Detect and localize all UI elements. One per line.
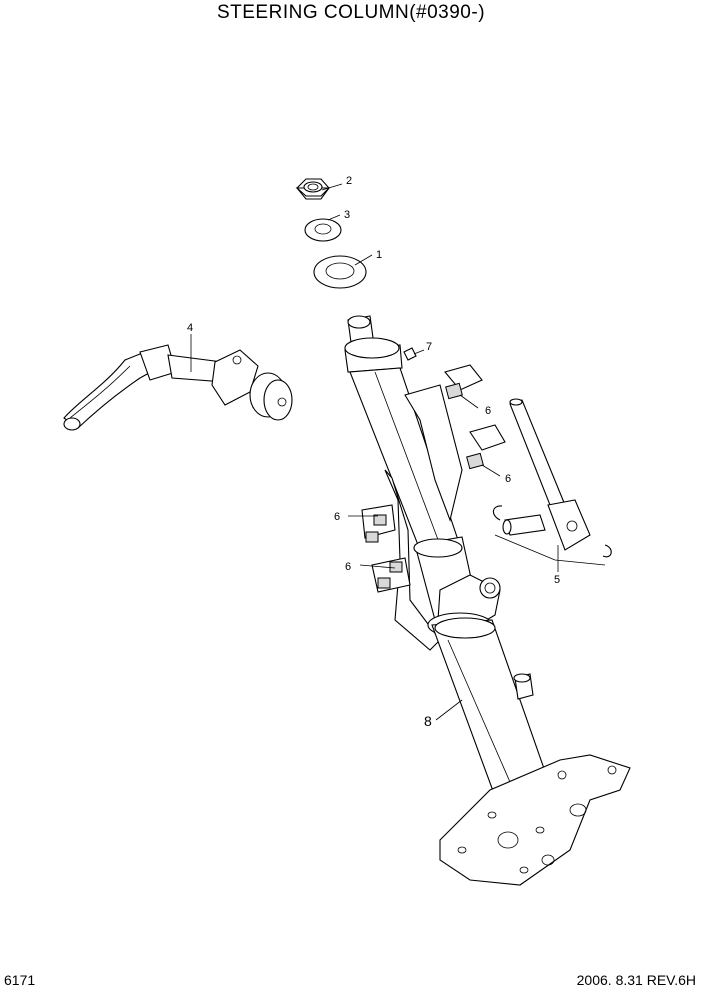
part-steering-shaft-upper bbox=[344, 315, 479, 621]
callout-6b: 6 bbox=[505, 473, 511, 485]
page-number: 6171 bbox=[4, 972, 36, 988]
part-6-clip-a bbox=[444, 364, 483, 400]
part-base-plate bbox=[439, 754, 631, 886]
part-6-clip-c bbox=[361, 504, 396, 543]
part-5-tilt-cylinder bbox=[492, 398, 612, 566]
callout-7: 7 bbox=[426, 341, 432, 353]
leader-lines bbox=[190, 183, 559, 721]
part-3-washer bbox=[304, 218, 342, 242]
part-7-key bbox=[403, 347, 417, 361]
part-6-clip-b bbox=[466, 424, 506, 470]
callout-5: 5 bbox=[554, 574, 560, 586]
callout-6d: 6 bbox=[345, 561, 351, 573]
callout-2: 2 bbox=[346, 175, 352, 187]
part-1-washer bbox=[313, 255, 367, 289]
part-2-hex-nut bbox=[295, 178, 331, 200]
callout-6c: 6 bbox=[334, 511, 340, 523]
callout-4: 4 bbox=[187, 322, 193, 334]
page-title: STEERING COLUMN(#0390-) bbox=[216, 2, 486, 23]
callout-6a: 6 bbox=[485, 405, 491, 417]
revision-date: 2006. 8.31 REV.6H bbox=[576, 972, 696, 988]
callout-1: 1 bbox=[376, 249, 382, 261]
callout-3: 3 bbox=[344, 209, 350, 221]
callout-8: 8 bbox=[424, 713, 432, 729]
part-4-tilt-lever bbox=[63, 344, 293, 431]
